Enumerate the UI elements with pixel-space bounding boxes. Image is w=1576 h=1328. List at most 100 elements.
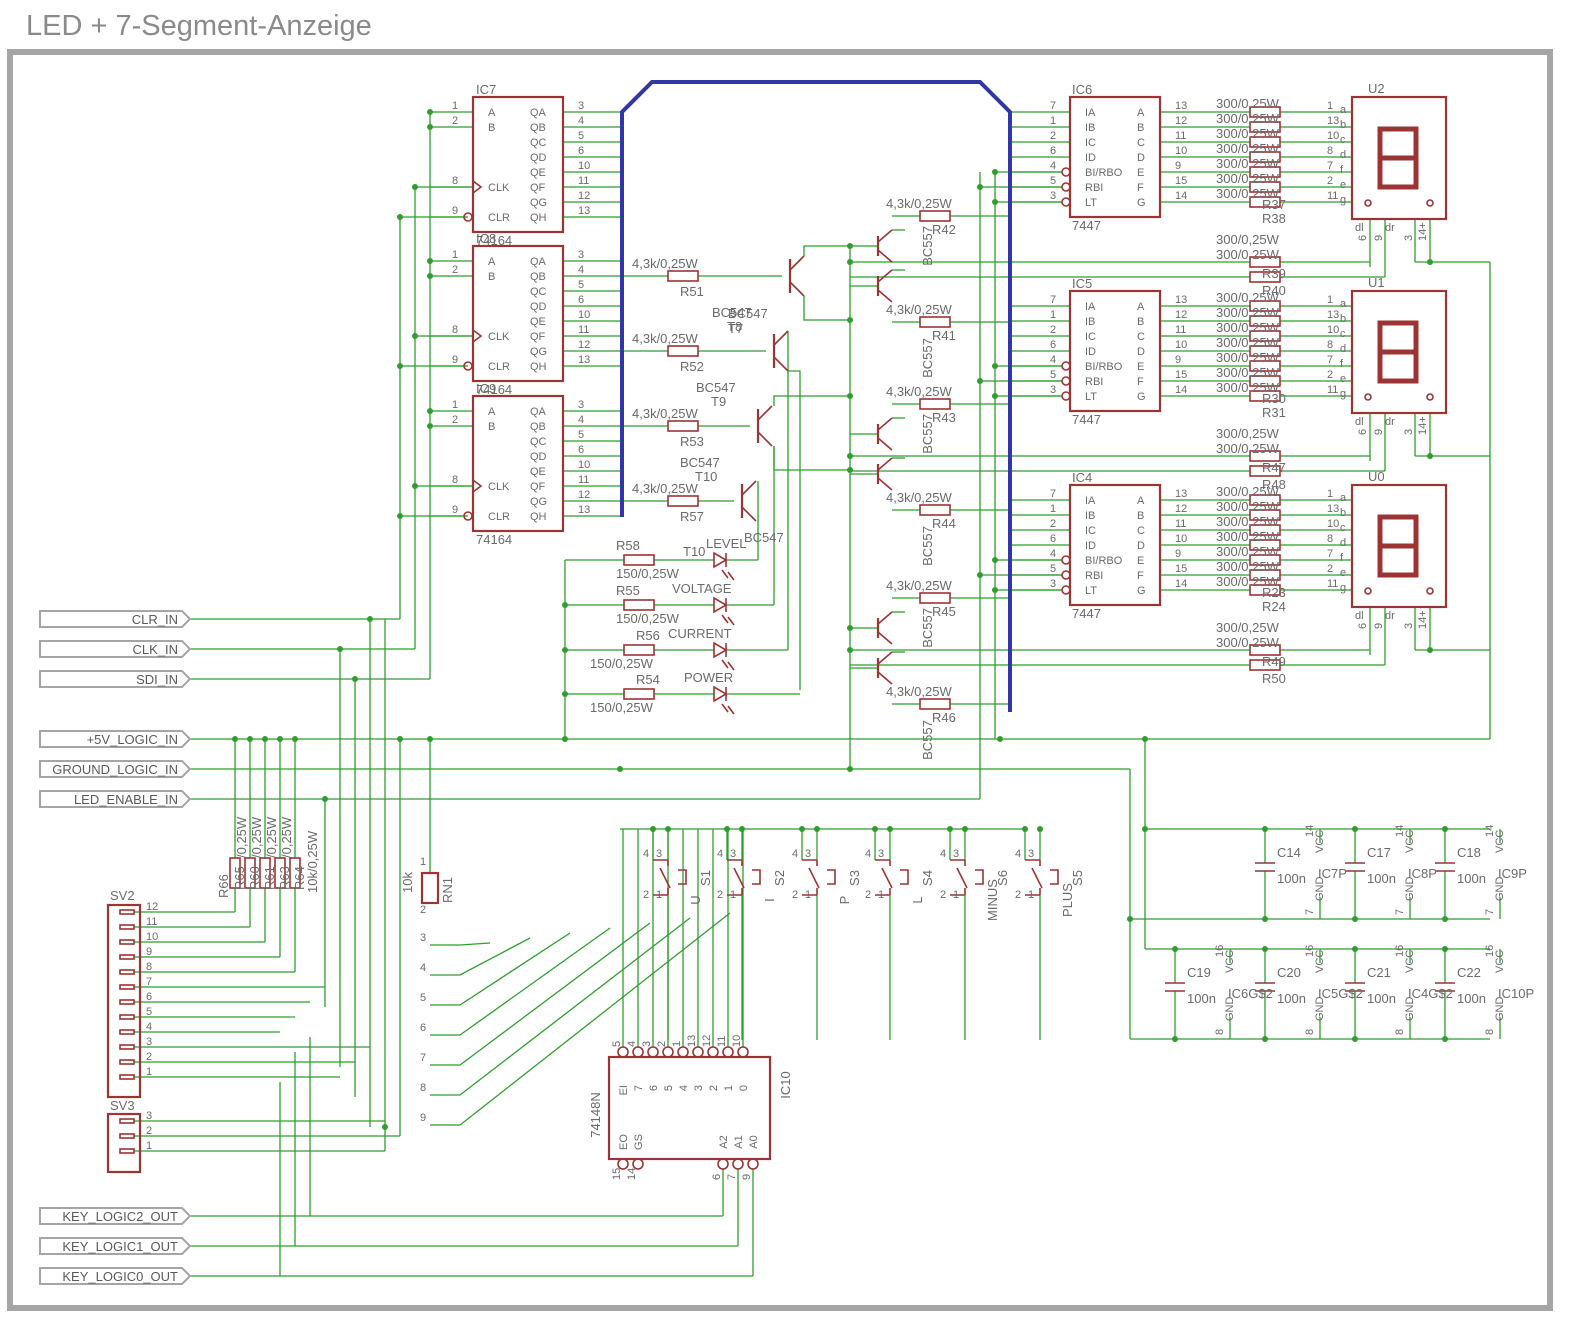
decoder-ic5-pinnum: 9 [1175,354,1181,366]
seven-segment-display-u1-seg: d [1340,343,1346,355]
decoder-ic5-pinnum: 7 [1050,294,1056,306]
seven-segment-display-u1-seg: a [1340,298,1347,310]
dp-resistor-value: 300/0,25W [1216,426,1280,441]
segment-resistor-name: R24 [1262,599,1286,614]
dp-resistor [1249,659,1281,671]
connector-sv3-pin: 1 [146,1140,152,1152]
dp-resistor [1249,644,1281,656]
segment-resistor-value: 300/0,25W [1216,574,1280,589]
decoder-ic6-pinnum: 11 [1175,130,1186,142]
shift-register-ic7-pinnum: 11 [578,175,589,187]
decoder-ic4-pin: B [1137,510,1144,522]
segment-resistor-value: 300/0,25W [1216,126,1280,141]
rn1-pin: 6 [420,1022,426,1034]
shift-register-ic8-pin-qd: QD [530,301,547,313]
shift-register-ic8-pinnum: 12 [578,339,590,351]
decoder-ic6-bubble [1061,167,1071,177]
encoder-inner-bottom: EO [618,1134,630,1150]
led-level-diode [713,551,728,569]
shift-register-ic8-pinnum: 2 [452,264,458,276]
decoder-ic6-pinnum: 5 [1050,175,1056,187]
encoder-bottom-pin [717,1158,729,1170]
shift-register-ic8-pinnum: 6 [578,294,584,306]
shift-register-ic9-pin-qh: QH [530,511,547,523]
encoder-type: 74148N [588,1092,603,1138]
capacitor-c22-ic: IC10P [1498,986,1534,1001]
decoder-ic6-pinnum: 1 [1050,115,1056,127]
segment-resistor-value: 300/0,25W [1216,111,1280,126]
shift-register-ic9-pin-qc: QC [530,436,547,448]
pnp-pair-2-type-a: BC557 [920,608,935,648]
decoder-ic5-pin: IC [1085,331,1096,343]
capacitor-c20-ic: IC5G$2 [1318,986,1363,1001]
wire [803,296,850,321]
segment-resistor-value: 300/0,25W [1216,186,1280,201]
seven-segment-display-u1-pinnum: 1 [1327,294,1333,306]
switch-s4-pin1: 1 [878,889,884,901]
port-key-logic2-out [39,1207,192,1225]
decoder-ic5-pin: C [1137,331,1145,343]
port-key-logic2-out-label: KEY_LOGIC2_OUT [62,1209,178,1224]
pnp-pair-0-type-a: BC557 [920,226,935,266]
capacitor-c22-vcc: VCC [1494,950,1506,973]
seven-segment-display-u0-pin14: 14+ [1417,610,1429,629]
resistor-network-rn1 [420,871,440,905]
decoder-ic6-pinnum: 9 [1175,160,1181,172]
shift-register-ic8-pinnum: 9 [452,354,458,366]
shift-register-ic9-pinnum: 1 [452,399,458,411]
connector-sv2-name: SV2 [110,888,135,903]
connector-sv2-pin-mark [119,1029,135,1035]
seven-segment-display-u0-dl: dl [1355,610,1364,622]
segment-resistor-value: 300/0,25W [1216,305,1280,320]
led-current-rays [721,659,735,671]
pullup-name: R61 [262,866,277,890]
seven-segment-display-u1-pinnum: 10 [1327,324,1339,336]
seven-segment-display-u0-seg: e [1340,567,1346,579]
decoder-ic5-seg-resistor [1249,345,1281,357]
encoder-bottom-pin-num: 14 [626,1168,638,1180]
pnp-pair-1-type-b: BC557 [920,526,935,566]
shift-register-ic9-pinnum: 13 [578,504,590,516]
capacitor-c14-vcc: VCC [1314,830,1326,853]
junction [799,826,805,832]
connector-sv3-pin-mark [119,1133,135,1139]
junction [1172,1036,1178,1042]
connector-sv2-pin: 11 [146,916,157,928]
connector-sv2-pin: 5 [146,1006,152,1018]
driver-t8-resistor [667,345,699,357]
switch-s3-actuator [827,869,836,885]
decoder-ic6-pin: B [1137,122,1144,134]
decoder-ic5-seg-resistor [1249,300,1281,312]
wire-net [134,109,1501,1277]
junction [1442,826,1448,832]
connector-sv2-pin-mark [119,909,135,915]
junction [1022,826,1028,832]
switch-s2-actuator [752,869,761,885]
encoder-top-pin [692,1046,704,1058]
decoder-ic4-pinnum: 13 [1175,488,1187,500]
decoder-ic5-pin: BI/RBO [1085,361,1123,373]
decoder-ic4-pin: RBI [1085,570,1103,582]
decoder-ic5-pinnum: 4 [1050,354,1056,366]
driver-t10-type: BC547 [680,455,720,470]
decoder-ic5-seg-resistor [1249,375,1281,387]
seven-segment-display-u2-dp-right [1426,199,1434,207]
seven-segment-display-u0-pinnum: 13 [1327,503,1339,515]
capacitor-c18-gnd: GND [1494,877,1506,902]
shift-register-ic8-pinnum: 3 [578,249,584,261]
pnp-pair-1-name-b: R44 [932,516,956,531]
shift-register-ic7-pinnum: 3 [578,100,584,112]
driver-t9-name: T9 [711,394,726,409]
segment-resistor-name: R31 [1262,405,1286,420]
decoder-ic4-pinnum: 15 [1175,563,1187,575]
decoder-ic5-type: 7447 [1072,412,1101,427]
connector-sv2-pin: 1 [146,1066,152,1078]
encoder-inner-bottom: A1 [733,1135,745,1148]
seven-segment-display-u1-pin9: 9 [1373,429,1385,435]
seven-segment-display-u1-pinnum: 13 [1327,309,1339,321]
dp-resistor-value: 300/0,25W [1216,620,1280,635]
capacitor-c20-value: 100n [1277,991,1306,1006]
pnp-pair-2-val-b: 4,3k/0,25W [886,684,952,699]
capacitor-c22-name: C22 [1457,965,1481,980]
shift-register-ic9-pin-qb: QB [530,421,546,433]
